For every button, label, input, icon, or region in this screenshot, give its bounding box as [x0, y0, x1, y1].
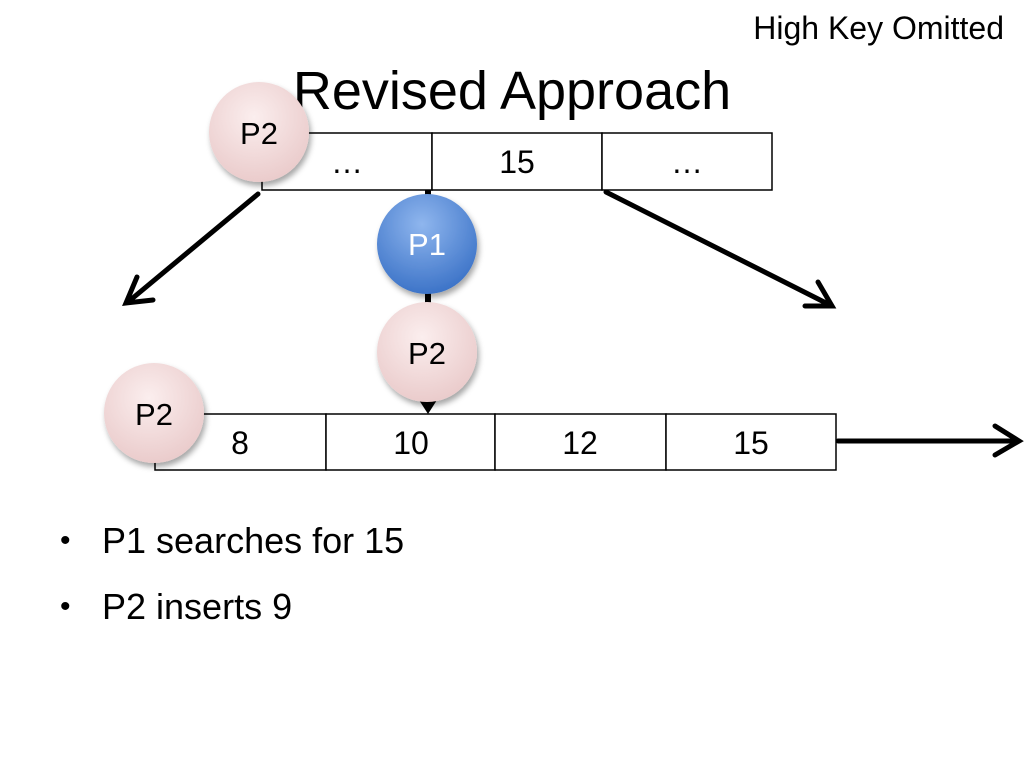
bullet-item: • P2 inserts 9	[60, 574, 404, 640]
leaf-node-cell	[325, 413, 496, 471]
leaf-node-cell-text: 8	[231, 425, 249, 461]
slide-title: Revised Approach	[292, 61, 732, 121]
p2-circle-left	[104, 363, 204, 463]
leaf-node-cell-text: 12	[562, 425, 598, 461]
top-node-cell	[601, 132, 773, 191]
leaf-node-cell-text: 15	[733, 425, 769, 461]
leaf-node: 8 10 12 15	[154, 413, 837, 471]
leaf-node-cell	[665, 413, 837, 471]
top-node-cell-text: …	[671, 144, 703, 180]
p1-circle	[377, 194, 477, 294]
bullet-text: P2 inserts 9	[102, 586, 293, 627]
p2-circle-middle	[377, 302, 477, 402]
sibling-link-arrow	[835, 423, 1024, 458]
p2-label-top: P2	[240, 116, 278, 151]
p2-circle-top	[209, 82, 309, 182]
p2-label-middle: P2	[408, 336, 446, 371]
bullet-dot-icon: •	[60, 590, 71, 623]
leaf-node-cell	[494, 413, 667, 471]
leaf-node-cell-text: 10	[393, 425, 429, 461]
p1-label: P1	[408, 227, 446, 262]
bullet-list: • P1 searches for 15 • P2 inserts 9	[60, 508, 404, 640]
top-node: … 15 …	[261, 132, 773, 191]
bullet-item: • P1 searches for 15	[60, 508, 404, 574]
corner-label: High Key Omitted	[753, 10, 1004, 46]
bullet-dot-icon: •	[60, 524, 71, 557]
top-node-cell-text: 15	[499, 144, 535, 180]
p2-label-left: P2	[135, 397, 173, 432]
right-child-arrow	[603, 189, 837, 309]
top-node-cell-text: …	[331, 144, 363, 180]
left-child-arrow	[122, 191, 261, 306]
bullet-text: P1 searches for 15	[102, 520, 405, 561]
